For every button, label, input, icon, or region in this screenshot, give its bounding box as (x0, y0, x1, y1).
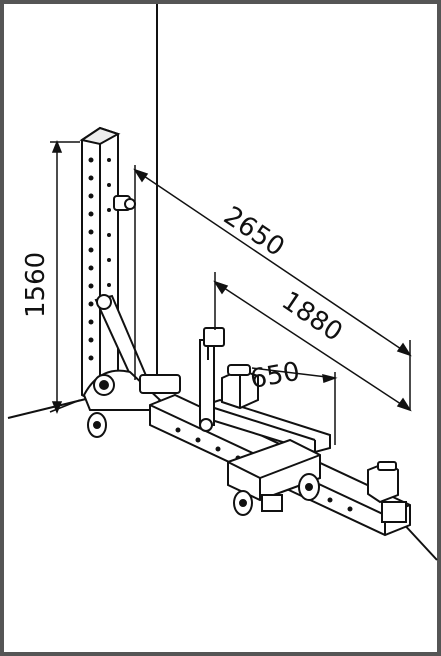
front-carriage (227, 438, 321, 516)
height-dimension-label: 1560 (21, 252, 51, 318)
middle-post (199, 327, 225, 432)
vertical-column (79, 126, 136, 407)
column-base (82, 294, 181, 438)
short-length-dimension-label: 650 (248, 357, 302, 395)
dimension-lines (49, 139, 412, 445)
overall-length-dimension-label: 2650 (218, 201, 290, 263)
rear-clamp (367, 460, 407, 523)
clamp-block (221, 364, 259, 410)
mid-length-dimension-label: 1880 (276, 286, 348, 348)
